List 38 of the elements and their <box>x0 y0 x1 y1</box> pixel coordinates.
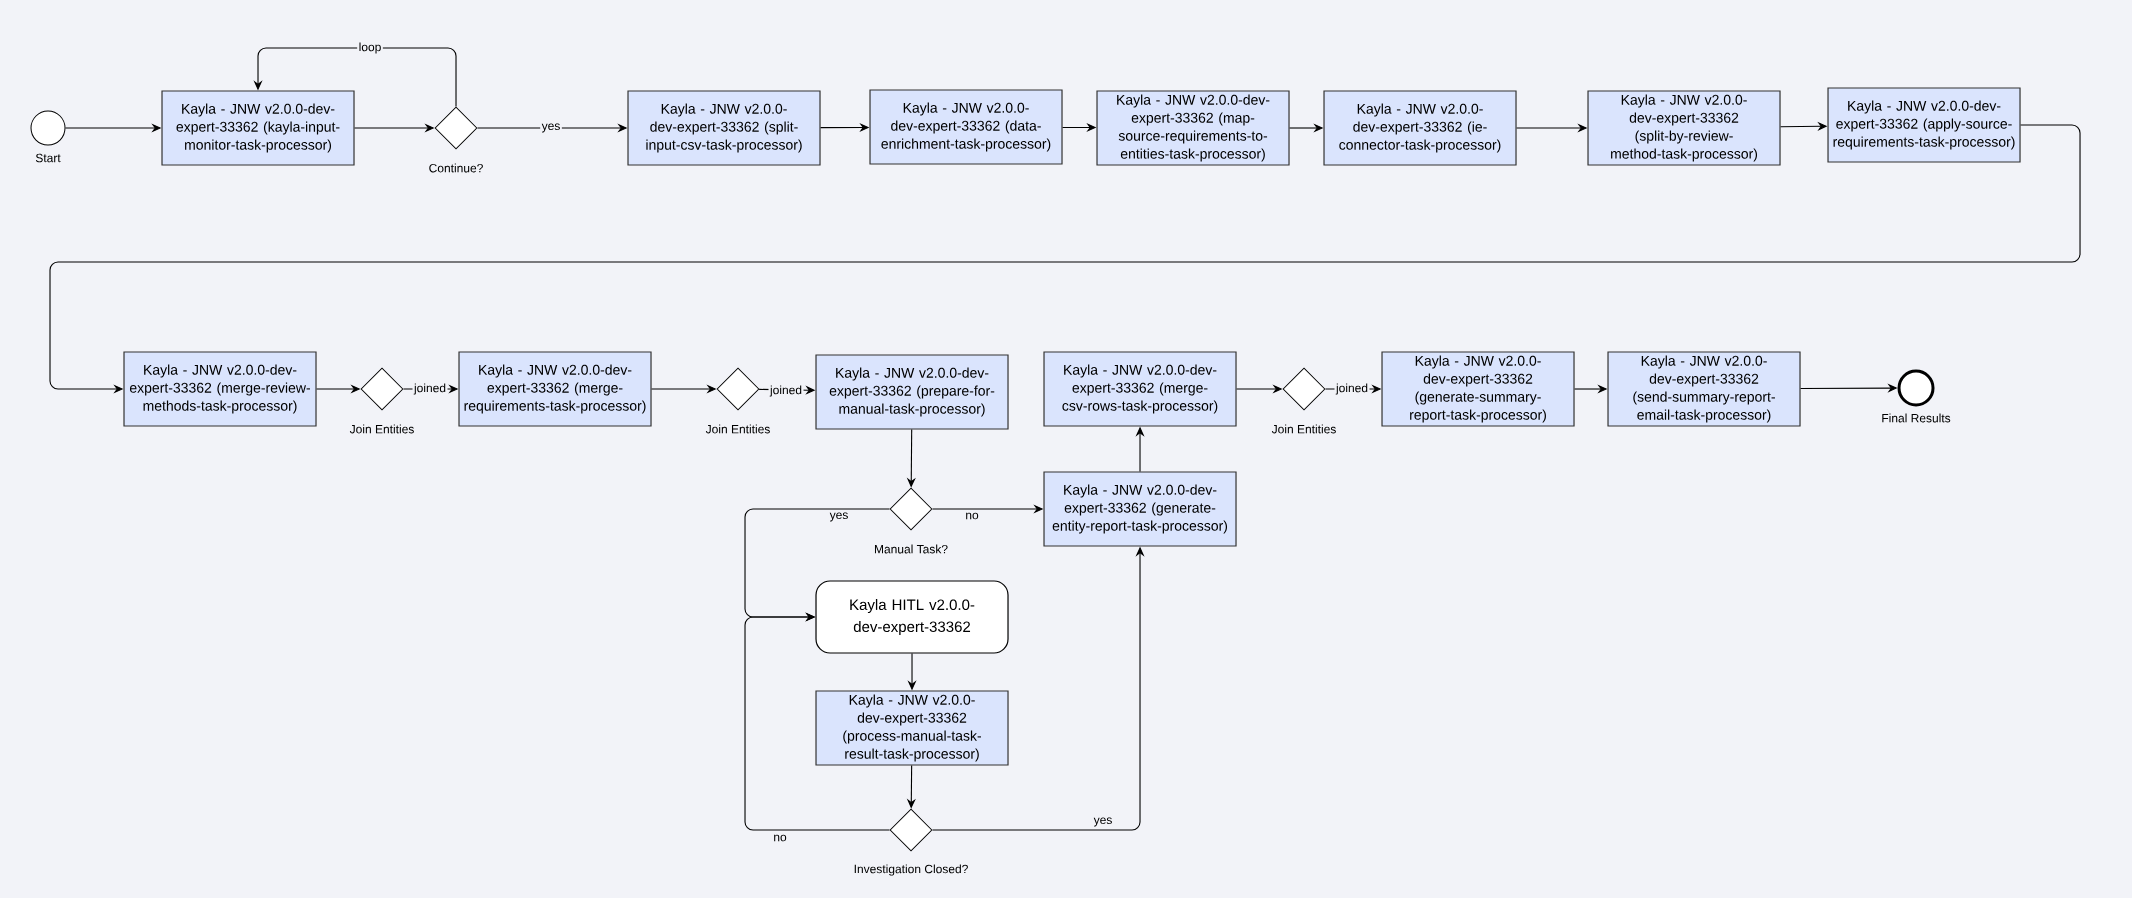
decision-diamond <box>889 808 933 852</box>
process-box: Kayla - JNW v2.0.0-dev-expert-33362 (apply-source-requirements-task-processor) <box>1827 87 2021 163</box>
process-box: Kayla - JNW v2.0.0-dev-expert-33362 (split-input-csv-task-processor) <box>627 90 821 166</box>
process-box: Kayla - JNW v2.0.0-dev-expert-33362 (kayla-input-monitor-task-processor) <box>161 90 355 166</box>
process-box: Kayla - JNW v2.0.0-dev-expert-33362 (split-by-review-method-task-processor) <box>1587 90 1781 166</box>
service-box: Kayla HITL v2.0.0-dev-expert-33362 <box>815 580 1009 654</box>
node-caption: Join Entities <box>705 424 770 434</box>
process-box: Kayla - JNW v2.0.0-dev-expert-33362 (merge-requirements-task-processor) <box>458 351 652 427</box>
decision-diamond <box>889 487 933 531</box>
node-caption: Investigation Closed? <box>854 864 968 876</box>
node-caption: Join Entities <box>1271 424 1336 434</box>
decision-diamond <box>434 106 478 150</box>
decision-diamond <box>1282 367 1326 411</box>
decision-diamond <box>716 367 760 411</box>
node-caption: Start <box>35 153 61 163</box>
process-box: Kayla - JNW v2.0.0-dev-expert-33362 (map-source-requirements-to-entities-task-processor) <box>1096 90 1290 166</box>
process-box: Kayla - JNW v2.0.0-dev-expert-33362 (data-enrichment-task-processor) <box>869 89 1063 165</box>
arrow <box>744 612 891 831</box>
end-event-circle <box>1897 369 1935 407</box>
decision-diamond <box>360 367 404 411</box>
process-box: Kayla - JNW v2.0.0-dev-expert-33362 (generate-entity-report-task-processor) <box>1043 471 1237 547</box>
edge-label: yes <box>1092 816 1114 828</box>
node-caption: Manual Task? <box>875 544 948 554</box>
edge-label: yes <box>540 122 562 134</box>
process-box: Kayla - JNW v2.0.0-dev-expert-33362 (send-summary-report-email-task-processor) <box>1607 351 1801 427</box>
edge-label: yes <box>828 511 850 523</box>
process-box: Kayla - JNW v2.0.0-dev-expert-33362 (ie-connector-task-processor) <box>1323 90 1517 166</box>
node-caption: Join Entities <box>349 424 414 434</box>
edge-label: no <box>771 833 789 843</box>
start-event-circle <box>30 110 66 146</box>
node-caption: Continue? <box>429 163 483 173</box>
edge-label: no <box>963 511 981 521</box>
process-box: Kayla - JNW v2.0.0-dev-expert-33362 (merge-review-methods-task-processor) <box>123 351 317 427</box>
process-box: Kayla - JNW v2.0.0-dev-expert-33362 (process-manual-task-result-task-processor) <box>815 690 1009 766</box>
process-box: Kayla - JNW v2.0.0-dev-expert-33362 (generate-summary-report-task-processor) <box>1381 351 1575 427</box>
process-box: Kayla - JNW v2.0.0-dev-expert-33362 (merge-csv-rows-task-processor) <box>1043 351 1237 427</box>
node-caption: Final Results <box>1882 413 1951 423</box>
process-box: Kayla - JNW v2.0.0-dev-expert-33362 (prepare-for-manual-task-processor) <box>815 354 1009 430</box>
